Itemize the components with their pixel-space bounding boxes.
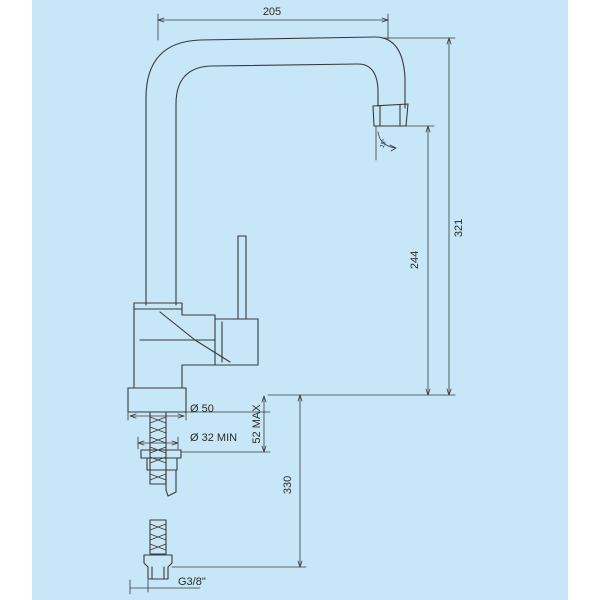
rotation-angle-label: 15°	[380, 138, 389, 149]
lever-cartridge	[214, 318, 259, 366]
mounting-nut	[146, 457, 178, 471]
dim-330-line	[171, 394, 307, 568]
spout-tip-detail	[379, 104, 401, 127]
hose-braid-lower	[149, 523, 167, 551]
dim-d32-line	[137, 436, 179, 450]
spout-outer-profile	[145, 36, 406, 306]
section-line-b	[139, 339, 231, 363]
dim-52max-label: 52 MAX	[251, 404, 263, 444]
dim-d50-line	[127, 411, 187, 421]
hose-end-fitting	[143, 554, 173, 580]
dim-52max-arrows	[261, 395, 267, 453]
hose-braid-upper	[149, 473, 167, 481]
spout-tip	[372, 103, 409, 127]
dim-205-label: 205	[263, 6, 281, 18]
dim-205-line	[157, 13, 389, 41]
dim-d50-label: Ø 50	[190, 403, 214, 415]
spout-inner-profile	[175, 63, 379, 306]
dim-244-line	[404, 125, 435, 396]
dim-330-arrows	[297, 394, 303, 568]
dim-d32-label: Ø 32 MIN	[190, 432, 237, 444]
dim-205-arrows	[157, 17, 389, 23]
dim-thread-label: G3/8"	[178, 576, 206, 588]
braided-hose-lower	[149, 519, 167, 555]
dim-244-arrows	[425, 125, 431, 396]
stud-thread-pattern	[149, 416, 167, 464]
dim-52max-line	[180, 395, 271, 453]
hose-connector-small	[165, 469, 177, 497]
dim-321-label: 321	[453, 219, 465, 237]
dim-321-line	[267, 37, 456, 396]
dim-330-label: 330	[282, 476, 294, 494]
dim-d50-arrows	[129, 413, 185, 419]
braided-hose	[149, 469, 167, 485]
section-line-a	[159, 311, 216, 341]
dim-244-label: 244	[409, 251, 421, 269]
base-plate	[127, 387, 187, 413]
rotation-arc	[377, 131, 397, 149]
lever-handle	[237, 235, 247, 320]
dim-321-arrows	[446, 37, 452, 396]
rotation-arrow	[389, 144, 397, 152]
dim-d32-arrows	[137, 440, 179, 446]
mounting-stud	[149, 411, 167, 471]
hose-end-hex	[151, 566, 165, 580]
dim-thread-line	[129, 579, 201, 595]
